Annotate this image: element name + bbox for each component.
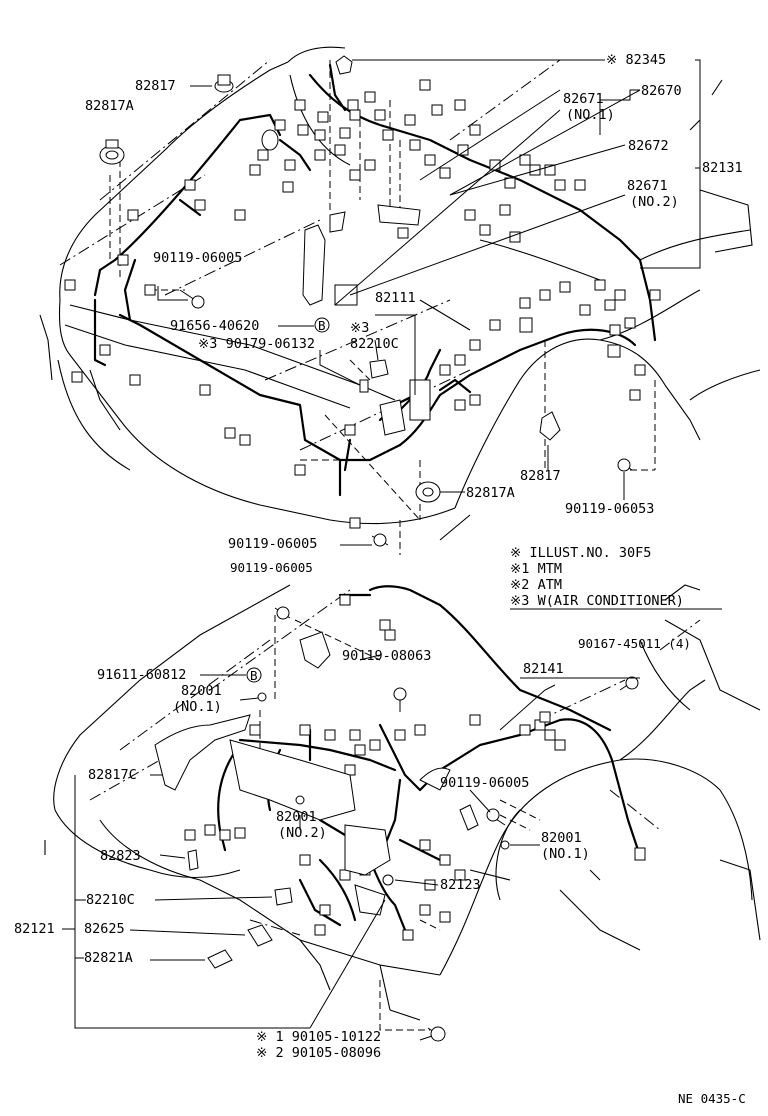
part-82817A-mid-grommet: [415, 481, 441, 503]
part-82001-no2: [295, 795, 305, 805]
part-90119-06005-bolt-a: [179, 289, 205, 309]
part-90167-45011-bolt: [619, 676, 639, 691]
label-82671-no1-num: 82671: [563, 91, 604, 107]
notes-block: ※ ILLUST.NO. 30F5 ※1 MTM ※2 ATM ※3 W(AIR…: [510, 545, 722, 610]
label-82001-no2-sub: (NO.2): [278, 825, 327, 841]
bottom-body-outline: [44, 584, 761, 1021]
top-body-outline: [39, 46, 761, 541]
label-82823: 82823: [100, 848, 141, 864]
part-82823: [187, 849, 199, 871]
label-91611-60812: 91611-60812: [97, 667, 186, 683]
bottom-connectors: [184, 594, 646, 941]
label-82210C-top: 82210C: [350, 336, 399, 352]
top-reference-lines: [59, 59, 656, 555]
label-82001-no1-b-sub: (NO.1): [541, 846, 590, 862]
label-82672: 82672: [628, 138, 669, 154]
bottom-labels: 90119-06005 90119-08063 90167-45011 (4) …: [14, 560, 691, 1061]
label-82671-no2-num: 82671: [627, 178, 668, 194]
label-82001-no2-num: 82001: [276, 809, 317, 825]
note-air-conditioner: ※3 W(AIR CONDITIONER): [510, 593, 684, 609]
label-90105-10122: ※ 1 90105-10122: [256, 1029, 381, 1045]
label-82671-no2-sub: (NO.2): [630, 194, 679, 210]
label-82131: 82131: [702, 160, 743, 176]
part-90119-08063-bolt: [393, 687, 407, 712]
label-82817C: 82817C: [88, 767, 137, 783]
footer-diagram-code: NE 0435-C: [678, 1091, 746, 1106]
label-90119-08063: 90119-08063: [342, 648, 431, 664]
part-82210C-top: [369, 359, 389, 379]
note-mtm: ※1 MTM: [510, 561, 562, 577]
part-82001-no1-a: [257, 692, 267, 702]
label-82625: 82625: [84, 921, 125, 937]
label-82001-no1-a-num: 82001: [181, 683, 222, 699]
label-90119-06053: 90119-06053: [565, 501, 654, 517]
label-82345: ※ 82345: [606, 52, 666, 68]
label-82001-no1-a-sub: (NO.1): [173, 699, 222, 715]
label-90119-06005-c: 90119-06005: [230, 560, 313, 575]
top-main-harness: [93, 63, 657, 497]
top-parts: [261, 129, 621, 436]
part-82210C-bottom: [274, 887, 293, 906]
part-82821A: [207, 949, 233, 969]
part-82001-no1-b: [500, 840, 510, 850]
top-leader-lines: [157, 59, 701, 546]
label-90105-08096: ※ 2 90105-08096: [256, 1045, 381, 1061]
part-82123: [382, 874, 394, 886]
label-82821A: 82821A: [84, 950, 133, 966]
label-82210C-bottom: 82210C: [86, 892, 135, 908]
label-82001-no1-b-num: 82001: [541, 830, 582, 846]
top-labels: ※ 82345 82817 82817A 82671 (NO.1) 82670 …: [85, 52, 743, 552]
label-82210C-top-mark: ※3: [350, 320, 369, 336]
label-82671-no1-sub: (NO.1): [566, 107, 615, 123]
label-90119-06005-b: 90119-06005: [228, 536, 317, 552]
marker-b-circle-bottom: [246, 667, 262, 683]
note-illust-no: ※ ILLUST.NO. 30F5: [510, 545, 651, 561]
marker-b-circle-top: [314, 317, 330, 333]
part-90119-06053-bolt: [617, 458, 633, 472]
part-82817-top-clip: [214, 74, 234, 93]
label-91656-40620: 91656-40620: [170, 318, 259, 334]
label-82121: 82121: [14, 921, 55, 937]
label-82817A-mid: 82817A: [466, 485, 515, 501]
label-90119-06005-a: 90119-06005: [153, 250, 242, 266]
bottom-components: [187, 606, 639, 1042]
label-82817-mid: 82817: [520, 468, 561, 484]
part-82345-clip: [335, 55, 353, 75]
note-atm: ※2 ATM: [510, 577, 562, 593]
label-90179-06132: ※3 90179-06132: [198, 336, 315, 352]
bottom-engine-shapes: [154, 631, 479, 916]
part-90119-06005-bolt-b: [371, 533, 389, 547]
label-82817A-top: 82817A: [85, 98, 134, 114]
part-90179-06132: [359, 379, 369, 393]
part-90105-bolt: [427, 1026, 446, 1042]
label-82141: 82141: [523, 661, 564, 677]
bottom-leader-lines: [74, 654, 640, 1041]
label-90119-06005-d: 90119-06005: [440, 775, 529, 791]
part-82625: [247, 924, 273, 947]
marker-b-label-top: B: [318, 318, 326, 333]
part-82817A-top-grommet: [99, 139, 125, 165]
marker-b-label-bottom: B: [250, 668, 258, 683]
label-82123: 82123: [440, 877, 481, 893]
part-82817-mid-clip: [539, 411, 561, 441]
top-components: [99, 55, 633, 547]
part-90119-06005-bolt-c: [274, 606, 291, 620]
label-82670: 82670: [641, 83, 682, 99]
label-90167-45011: 90167-45011 (4): [578, 636, 691, 651]
label-82111: 82111: [375, 290, 416, 306]
label-82817-top: 82817: [135, 78, 176, 94]
